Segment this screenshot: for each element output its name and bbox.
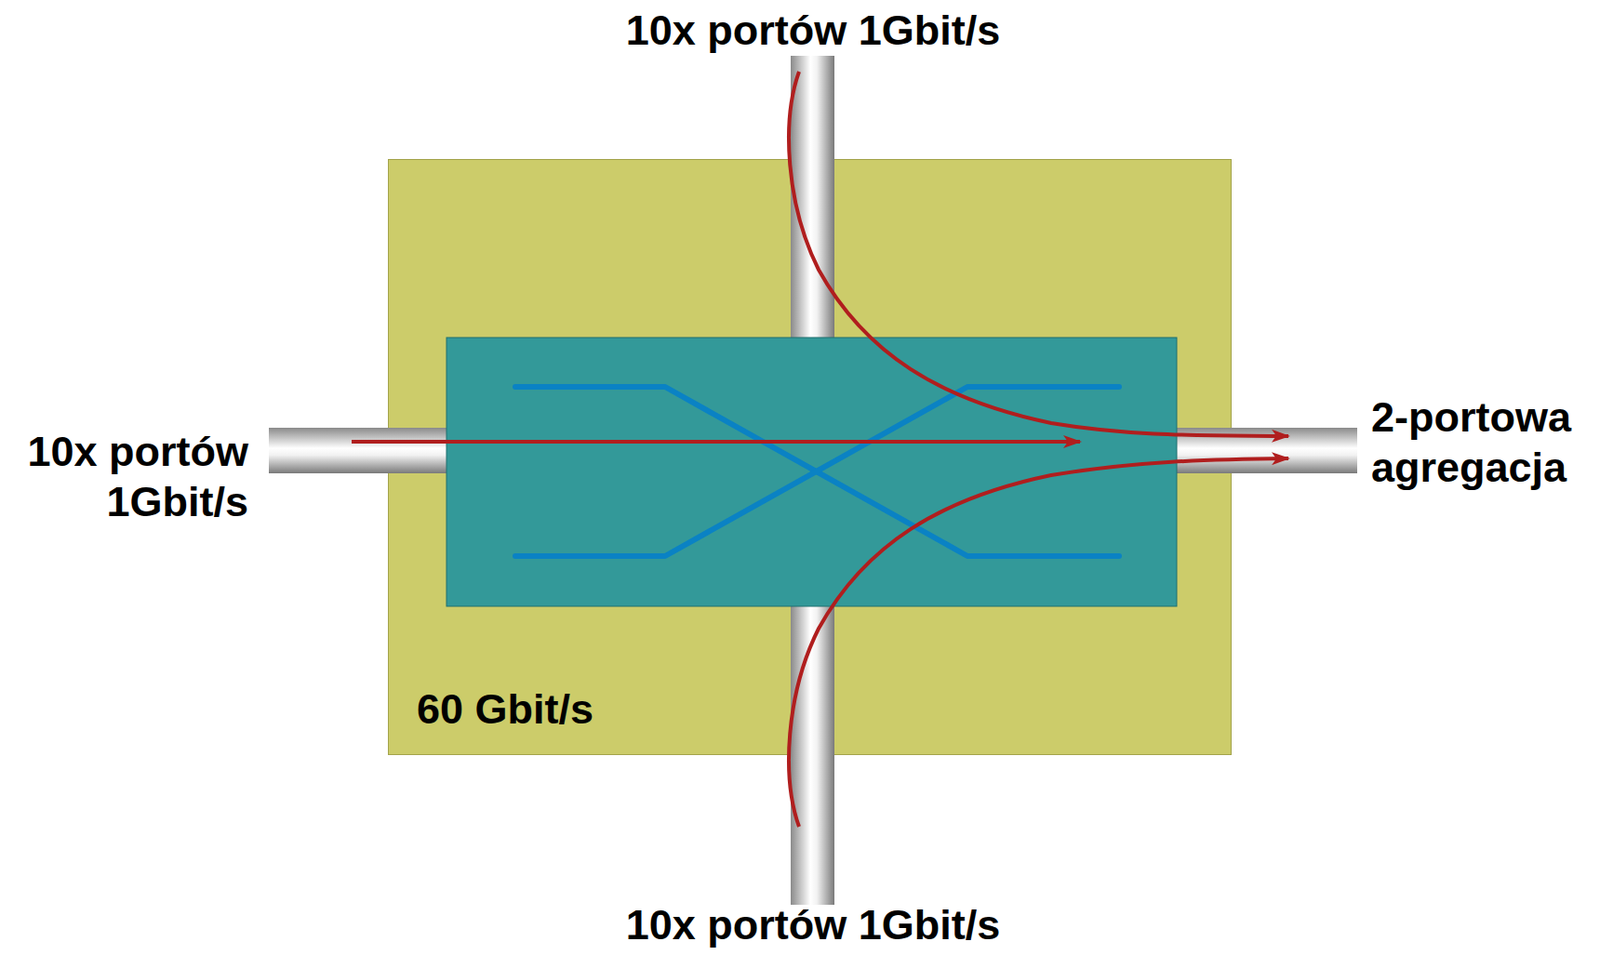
- switch-box: 60 Gbit/s: [387, 159, 1232, 756]
- traffic-arrow: [351, 440, 1080, 444]
- traffic-arrow: [788, 458, 1289, 827]
- crossbar-line: [515, 386, 1120, 557]
- port-label: 10x portów 1Gbit/s: [4, 426, 249, 528]
- traffic-arrow: [788, 71, 1289, 437]
- crossbar-line: [515, 386, 1120, 557]
- port-label: 2-portowa agregacja: [1371, 392, 1593, 494]
- port-pipe: [790, 55, 835, 345]
- throughput-label: 60 Gbit/s: [416, 686, 594, 734]
- port-pipe: [268, 427, 455, 474]
- port-label: 10x portów 1Gbit/s: [626, 5, 1001, 56]
- port-label: 10x portów 1Gbit/s: [626, 900, 1001, 951]
